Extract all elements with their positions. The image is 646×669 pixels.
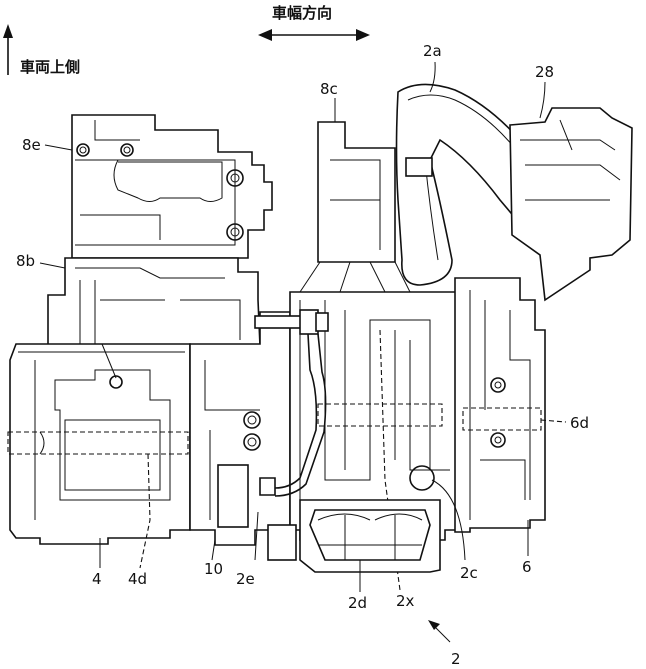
label-6d: 6d <box>570 414 589 432</box>
label-10: 10 <box>204 560 223 578</box>
cover-28 <box>509 107 633 302</box>
leader-2-arrowhead <box>428 620 440 630</box>
leader-lines <box>39 61 567 643</box>
arrow-right-head <box>356 29 370 41</box>
label-2e: 2e <box>236 570 255 588</box>
component-2d <box>267 499 441 573</box>
up-direction-label: 車両上側 <box>20 58 80 76</box>
leader-6d <box>540 419 567 423</box>
label-4: 4 <box>92 570 102 588</box>
bracket-8e <box>71 114 273 259</box>
housing-6 <box>454 277 546 533</box>
label-6: 6 <box>522 558 532 576</box>
label-8c: 8c <box>320 80 338 98</box>
label-2d: 2d <box>348 594 367 612</box>
leader-4d <box>139 453 151 569</box>
label-28: 28 <box>535 63 554 81</box>
label-8e: 8e <box>22 136 41 154</box>
arrow-left-head <box>258 29 272 41</box>
label-2x: 2x <box>396 592 415 610</box>
leader-8b <box>39 262 66 269</box>
label-2c: 2c <box>460 564 478 582</box>
leader-2e <box>254 511 259 561</box>
housing-4 <box>7 343 191 545</box>
up-direction-indicator: 車両上側 <box>3 24 80 76</box>
label-8b: 8b <box>16 252 35 270</box>
label-2: 2 <box>451 650 461 668</box>
leader-2a <box>429 61 436 93</box>
leader-28 <box>539 81 546 119</box>
label-2a: 2a <box>423 42 442 60</box>
pipe-assembly <box>254 309 329 497</box>
leader-10 <box>211 539 216 561</box>
width-direction-label: 車幅方向 <box>272 4 332 22</box>
leader-2c <box>431 479 466 561</box>
leader-8e <box>44 144 73 151</box>
bracket-8b <box>47 257 261 347</box>
label-4d: 4d <box>128 570 147 588</box>
width-direction-indicator: 車幅方向 <box>258 4 370 41</box>
reference-labels: 2a 28 8c 8e 8b 6d 4 4d 10 2e 2d 2x 2c 6 … <box>16 42 589 668</box>
bracket-8c <box>299 121 411 293</box>
up-arrow-head <box>3 24 13 38</box>
block-10 <box>189 311 291 546</box>
